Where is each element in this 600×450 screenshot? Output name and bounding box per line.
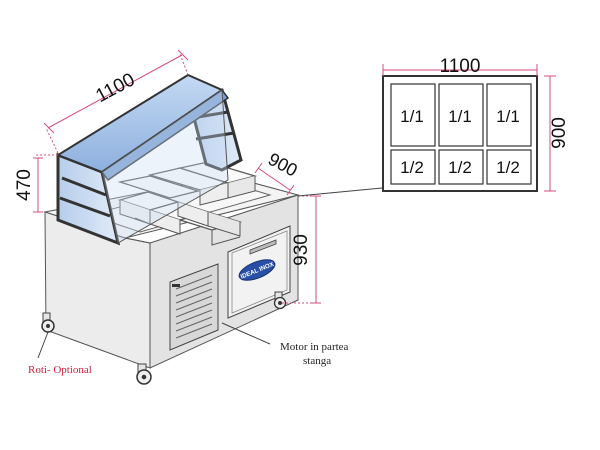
plan-pan-top-3: 1/1 — [496, 107, 520, 126]
plan-depth-label: 900 — [549, 117, 570, 149]
plan-pan-top-2: 1/1 — [448, 107, 472, 126]
plan-pan-bottom-3: 1/2 — [496, 158, 520, 177]
motor-annotation: Motor in partea stanga — [221, 322, 349, 367]
plan-pan-bottom-2: 1/2 — [448, 158, 472, 177]
motor-annotation-line2: stanga — [303, 355, 331, 367]
plan-view: 1/1 1/1 1/1 1/2 1/2 1/2 1100 900 — [382, 56, 570, 192]
door-handle — [249, 239, 277, 255]
pan-well — [88, 161, 272, 246]
dimension-lines — [33, 49, 321, 304]
leader-to-plan — [297, 187, 383, 197]
plan-pan-bottom-1: 1/2 — [400, 158, 424, 177]
wheels-annotation: Roti- Optional — [28, 331, 92, 376]
top-height-dimension-label: 470 — [14, 169, 35, 201]
pan-1-1-c — [117, 175, 201, 199]
plan-width-label: 1100 — [440, 56, 481, 77]
wheels — [41, 291, 287, 385]
wheels-annotation-text: Roti- Optional — [28, 364, 92, 376]
grille-label-plate — [172, 284, 180, 287]
width-dimension-label: 1100 — [92, 69, 138, 107]
motor-annotation-line1: Motor in partea — [280, 341, 349, 353]
plan-pan-top-1: 1/1 — [400, 107, 424, 126]
height-dimension-label: 930 — [291, 234, 312, 266]
sneeze-guard — [55, 73, 243, 246]
ventilation-grille — [169, 263, 219, 351]
